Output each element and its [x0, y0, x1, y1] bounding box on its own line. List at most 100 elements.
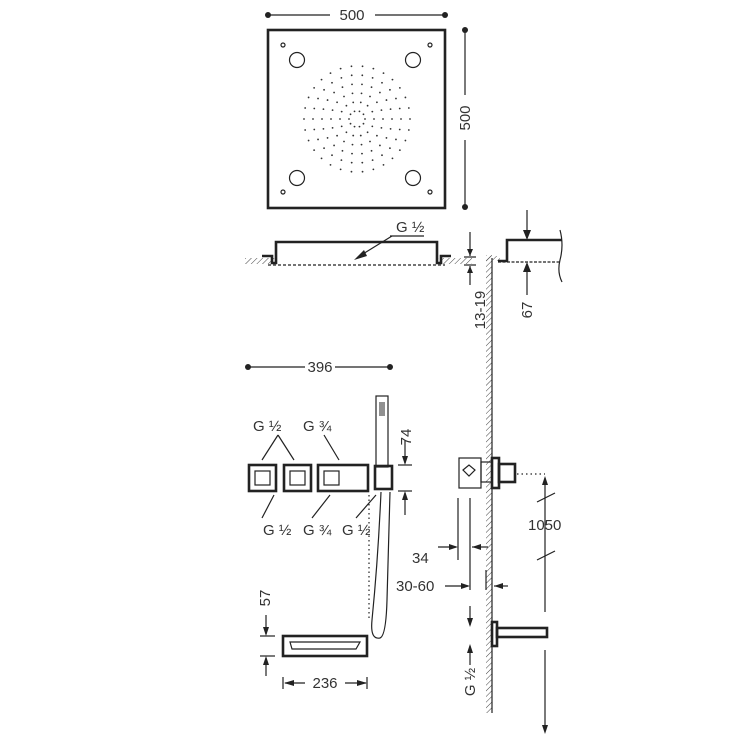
nozzle-dot	[351, 143, 354, 146]
nozzle-dot	[345, 104, 348, 107]
nozzle-dot	[389, 127, 392, 130]
nozzle-dot	[313, 149, 316, 152]
nozzle-dot	[329, 72, 332, 75]
nozzle-dot	[398, 149, 401, 152]
nozzle-dot	[358, 125, 361, 128]
nozzle-dot	[353, 125, 356, 128]
nozzle-dot	[350, 161, 353, 164]
nozzle-dot	[320, 157, 323, 160]
nozzle-dot	[339, 67, 342, 70]
outlet-bottom-label-2: G ¾	[303, 522, 332, 539]
nozzle-dot	[340, 159, 343, 162]
nozzle-dot	[361, 152, 363, 155]
nozzle-dot	[312, 118, 314, 120]
nozzle-dot	[371, 110, 374, 113]
nozzle-dot	[317, 97, 319, 100]
recess-depth-label: 13-19	[472, 291, 489, 329]
nozzle-dot	[307, 139, 310, 142]
nozzle-dot	[339, 168, 342, 171]
shower-head-top-view: 500 500	[265, 7, 474, 210]
nozzle-dot	[398, 128, 401, 131]
nozzle-dot	[336, 134, 338, 137]
nozzle-dot	[329, 163, 332, 166]
nozzle-dot	[362, 113, 365, 116]
nozzle-dot	[351, 152, 353, 155]
nozzle-dot	[313, 107, 316, 110]
nozzle-dot	[353, 110, 356, 113]
nozzle-dot	[369, 95, 371, 98]
top-height-label: 500	[457, 105, 474, 130]
spout-thread-label: G ½	[462, 667, 479, 696]
nozzle-dot	[340, 110, 343, 113]
nozzle-dot	[331, 154, 333, 157]
nozzle-dot	[352, 134, 355, 137]
nozzle-dot	[391, 157, 394, 160]
nozzle-dot	[404, 139, 407, 142]
nozzle-dot	[304, 107, 307, 109]
outlet-bottom-label-1: G ½	[263, 522, 292, 539]
nozzle-dot	[379, 144, 381, 147]
nozzle-pattern	[303, 65, 411, 173]
nozzle-dot	[326, 137, 329, 139]
nozzle-dot	[382, 163, 385, 166]
nozzle-dot	[331, 81, 333, 84]
nozzle-dot	[333, 144, 335, 147]
nozzle-dot	[400, 118, 402, 120]
nozzle-dot	[322, 127, 325, 130]
nozzle-dot	[331, 126, 334, 129]
nozzle-dot	[358, 110, 361, 113]
nozzle-dot	[371, 76, 374, 79]
nozzle-dot	[370, 149, 373, 152]
panel-width-label: 396	[307, 359, 332, 376]
nozzle-dot	[404, 96, 407, 99]
nozzle-dot	[379, 91, 381, 94]
nozzle-dot	[371, 159, 374, 162]
mixer-front-view: 396 G ½ G ¾ G ½ G ¾ G ½ 74 57 236	[245, 359, 415, 692]
nozzle-dot	[372, 168, 375, 171]
nozzle-dot	[343, 95, 345, 98]
nozzle-dot	[407, 107, 410, 109]
nozzle-dot	[372, 67, 375, 70]
mixer-side-section: 34 30-60 1050 G ½	[396, 456, 561, 734]
nozzle-dot	[320, 78, 323, 81]
shower-head-side-view: G ½ 13-19	[245, 219, 489, 329]
nozzle-dot	[361, 74, 364, 77]
nozzle-dot	[361, 161, 364, 164]
valve-height-label: 1050	[528, 517, 561, 534]
nozzle-dot	[351, 83, 353, 86]
nozzle-dot	[361, 65, 364, 68]
nozzle-dot	[389, 88, 391, 91]
valve-depth-label: 34	[412, 550, 429, 567]
handshower-offset-label: 74	[398, 429, 415, 446]
nozzle-dot	[380, 109, 383, 112]
nozzle-dot	[351, 92, 354, 95]
nozzle-dot	[360, 143, 363, 146]
nozzle-dot	[382, 118, 384, 120]
nozzle-dot	[385, 137, 388, 139]
nozzle-dot	[330, 118, 332, 120]
nozzle-dot	[391, 78, 394, 81]
nozzle-dot	[359, 101, 362, 104]
nozzle-dot	[341, 86, 344, 89]
nozzle-dot	[366, 131, 369, 134]
nozzle-dot	[340, 76, 343, 79]
nozzle-dot	[391, 118, 393, 120]
nozzle-dot	[326, 99, 329, 101]
nozzle-dot	[303, 118, 305, 120]
nozzle-dot	[361, 83, 363, 86]
head-height-label: 67	[519, 302, 536, 319]
nozzle-dot	[371, 125, 374, 128]
nozzle-dot	[349, 113, 352, 116]
nozzle-dot	[380, 126, 383, 129]
nozzle-dot	[407, 129, 410, 131]
nozzle-dot	[364, 118, 366, 120]
nozzle-dot	[369, 140, 371, 143]
top-width-label: 500	[339, 7, 364, 24]
nozzle-dot	[360, 92, 363, 95]
nozzle-dot	[376, 134, 378, 137]
nozzle-dot	[321, 118, 323, 120]
nozzle-dot	[331, 109, 334, 112]
nozzle-dot	[341, 149, 344, 152]
nozzle-dot	[339, 118, 341, 120]
outlet-top-label-1: G ½	[253, 418, 282, 435]
